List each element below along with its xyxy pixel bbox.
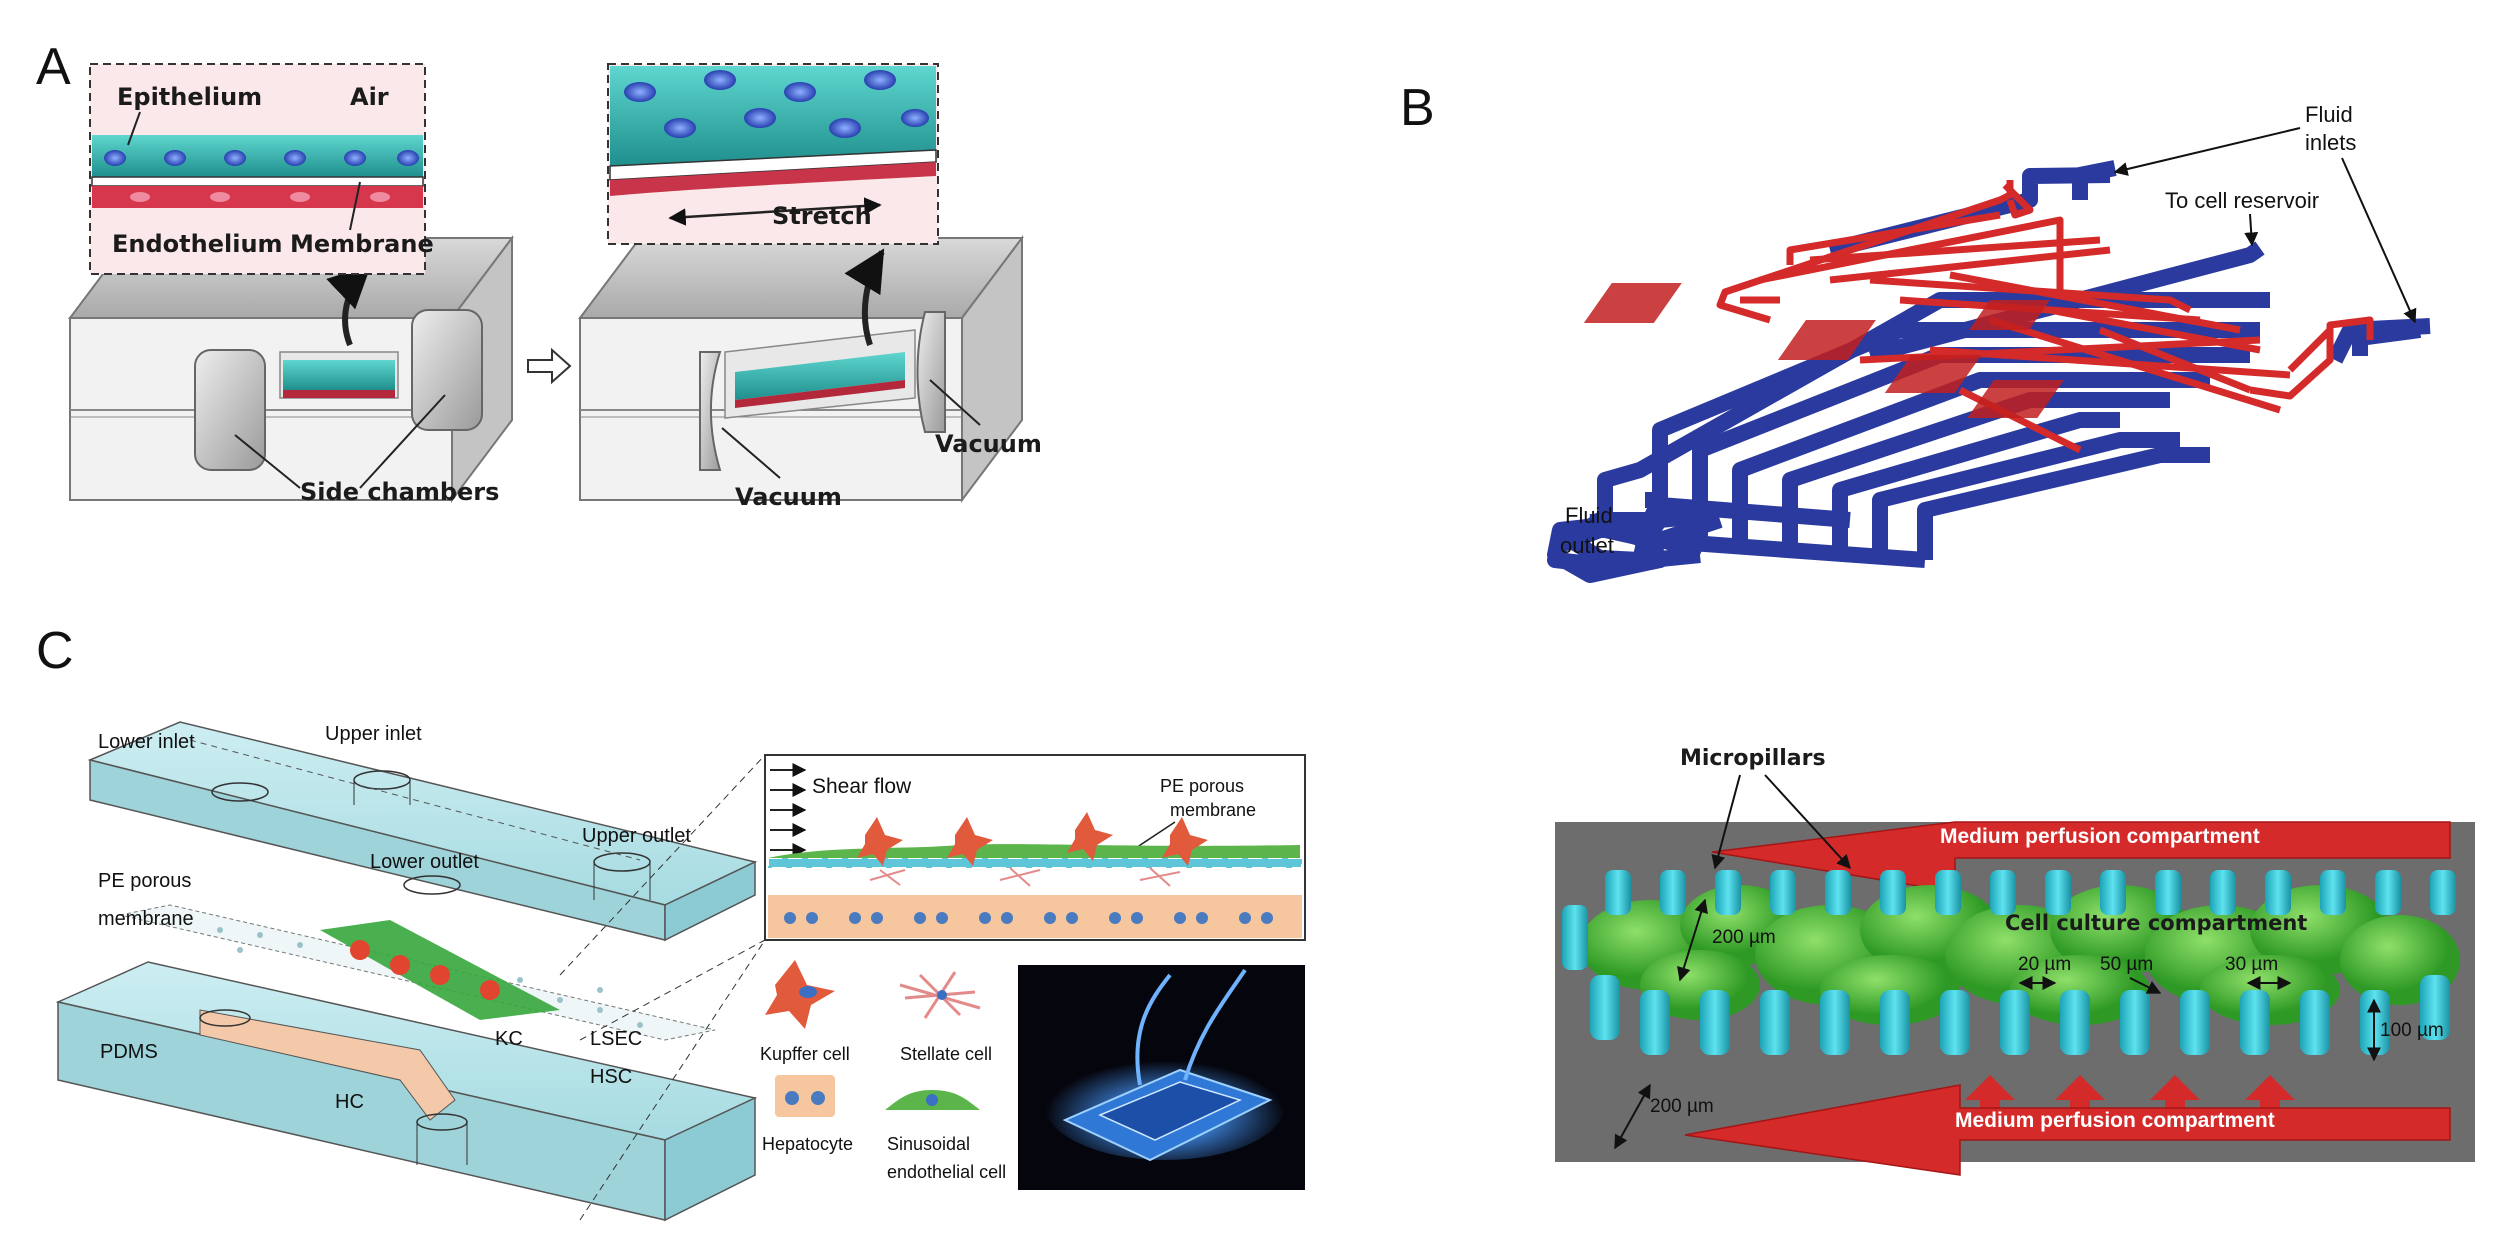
hepatocyte-icon — [775, 1075, 835, 1117]
endothelium-label: Endothelium — [112, 230, 283, 258]
lower-outlet-label: Lower outlet — [370, 851, 479, 873]
bottom-perfusion-arrow — [1684, 1084, 2451, 1176]
membrane-label: Membrane — [290, 230, 434, 258]
zoom-pe-porous-label-1: PE porous — [1160, 776, 1244, 796]
hepatocyte-label: Hepatocyte — [762, 1134, 853, 1154]
pdms-label: PDMS — [100, 1041, 158, 1063]
vacuum-left-label: Vacuum — [735, 483, 842, 511]
sinusoidal-label-1: Sinusoidal — [887, 1134, 970, 1154]
device-relaxed: Side chambers — [68, 235, 514, 506]
dim-200-top: 200 µm — [1712, 927, 1776, 948]
panel-b: B — [1400, 79, 2431, 583]
red-chambers — [1583, 283, 2064, 418]
dim-30: 30 µm — [2225, 954, 2278, 975]
stretch-label: Stretch — [772, 202, 872, 230]
cell-legend: Kupffer cell Stellate cell Hepatocyte Si… — [760, 960, 1006, 1182]
epithelium-label: Epithelium — [117, 83, 262, 111]
dim-200-bottom: 200 µm — [1650, 1096, 1714, 1117]
pe-porous-label-2: membrane — [98, 908, 194, 930]
pe-porous-label-1: PE porous — [98, 870, 191, 892]
air-label: Air — [350, 83, 389, 111]
zoom-arrow — [326, 265, 372, 347]
shear-flow-label: Shear flow — [812, 775, 912, 798]
fluid-outlet-label-2: outlet — [1560, 533, 1614, 558]
side-chamber-left — [194, 349, 266, 471]
micropillars-label: Micropillars — [1680, 746, 1826, 771]
dim-50: 50 µm — [2100, 954, 2153, 975]
zoom-inset: Shear flow PE porous membrane — [764, 754, 1306, 941]
medium-top-label: Medium perfusion compartment — [1940, 825, 2260, 848]
fluid-inlets-label-1: Fluid — [2305, 102, 2353, 127]
panel-d: Medium perfusion compartment — [1555, 746, 2475, 1176]
side-chamber-right — [411, 309, 483, 431]
inset-relaxed: Epithelium Air Endothelium Membrane — [89, 63, 434, 275]
fluid-inlets-label-2: inlets — [2305, 130, 2356, 155]
cell-layer — [283, 360, 395, 390]
panel-a-letter: A — [36, 38, 71, 96]
chip-photo — [1018, 965, 1305, 1190]
dim-100: 100 µm — [2380, 1020, 2444, 1041]
transition-arrow — [527, 347, 572, 385]
upper-inlet-label: Upper inlet — [325, 723, 422, 745]
fluid-outlet-label-1: Fluid — [1565, 503, 1613, 528]
to-cell-reservoir-label: To cell reservoir — [2165, 188, 2319, 213]
lower-inlet-label: Lower inlet — [98, 731, 195, 753]
panel-a: A Side chambers — [36, 38, 1042, 511]
zoom-pe-porous-label-2: membrane — [1170, 800, 1256, 820]
hsc-label: HSC — [590, 1066, 632, 1088]
inset-stretched: Stretch — [607, 63, 939, 245]
panel-c: C — [36, 622, 1306, 1222]
hc-label: HC — [335, 1091, 364, 1113]
kupffer-label: Kupffer cell — [760, 1044, 850, 1064]
kc-label: KC — [495, 1028, 523, 1050]
upper-outlet-label: Upper outlet — [582, 825, 691, 847]
red-channel-network — [1716, 180, 2374, 454]
panel-c-letter: C — [36, 622, 74, 680]
lsec-label: LSEC — [590, 1028, 642, 1050]
vacuum-right-label: Vacuum — [935, 430, 1042, 458]
top-pillar-row — [1562, 870, 2456, 970]
panel-b-letter: B — [1400, 79, 1435, 137]
device-stretched: Vacuum Vacuum — [578, 235, 1042, 511]
sinusoidal-label-2: endothelial cell — [887, 1162, 1006, 1182]
cell-culture-label: Cell culture compartment — [2005, 911, 2307, 935]
stellate-label: Stellate cell — [900, 1044, 992, 1064]
upward-flow-arrows — [1965, 1075, 2295, 1110]
dim-20: 20 µm — [2018, 954, 2071, 975]
side-chambers-label: Side chambers — [300, 478, 499, 506]
medium-bottom-label: Medium perfusion compartment — [1955, 1109, 2275, 1132]
